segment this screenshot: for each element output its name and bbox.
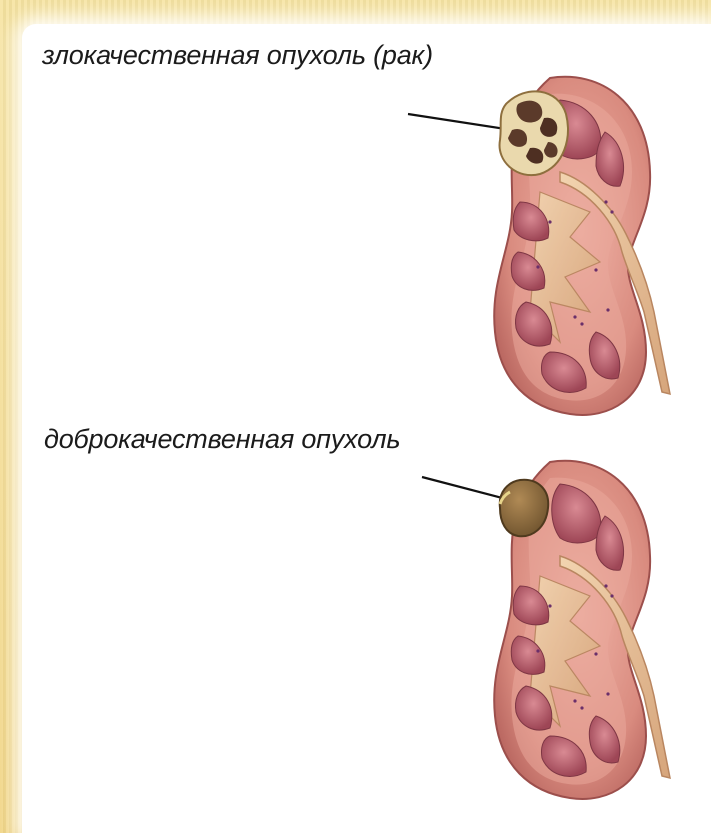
benign-leader-line [422, 477, 510, 500]
malignant-tumor [500, 91, 568, 175]
kidney-benign-illustration [400, 442, 690, 812]
malignant-tumor-label: злокачественная опухоль (рак) [42, 40, 433, 71]
kidney-malignant-illustration [400, 62, 690, 432]
benign-tumor [500, 480, 548, 536]
malignant-leader-line [408, 114, 512, 130]
benign-tumor-label: доброкачественная опухоль [44, 424, 400, 455]
